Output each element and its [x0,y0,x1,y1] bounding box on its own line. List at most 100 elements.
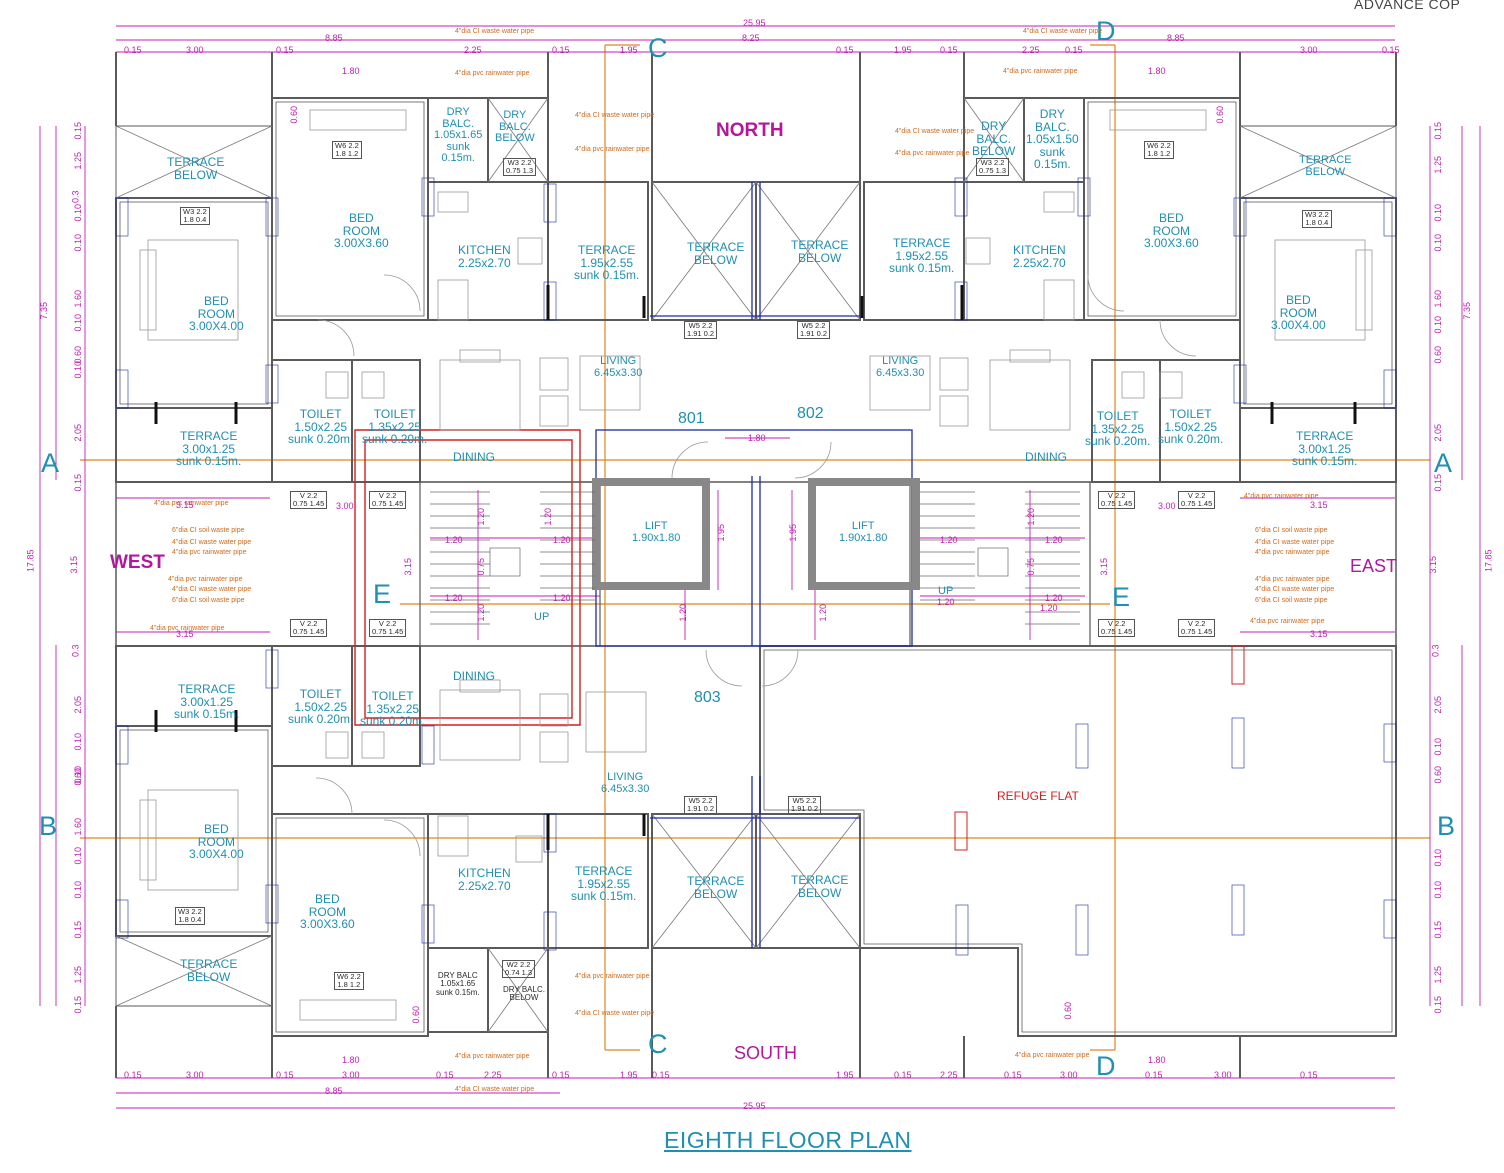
room-label-tl-dining: DINING [453,451,495,464]
window-tag-w-top-l1: W6 2.2 1.8 1.2 [332,141,362,159]
room-label-tr-terrace-below-line: BELOW [1305,165,1346,178]
dim-label: 0.15 [1065,45,1083,55]
room-label-bl-bed-room-2-line: 3.00X3.60 [300,917,355,932]
room-label-tr-terrace-line: sunk 0.15m. [889,261,955,276]
room-label-tl-toilet-1-line: TOILET [299,407,342,421]
dim-label: 1.80 [748,433,766,443]
room-label-tl-dry-balc-line: DRY [446,106,470,118]
flat-803: 803 [694,689,721,706]
room-label-tl-dry-balc-below-line: BELOW [495,132,535,145]
dim-label: 17.85 [25,549,36,572]
grid-marker-d-bottom: D [1096,1051,1116,1081]
window-tag-w-bl1: W3 2.2 1.8 0.4 [175,907,205,925]
room-label-tl-terrace-line: sunk 0.15m. [574,268,640,283]
black-wall-ticks [154,285,1357,850]
pipe-label-w5: 4"dia pvc rainwater pipe [168,576,243,583]
room-label-tr-kitchen-line: KITCHEN [1013,243,1066,257]
dim-label: 25.95 [743,18,766,28]
room-label-bl-terrace-w-line: TERRACE [178,682,236,696]
window-tag-w-s2: W5 2.2 1.91 0.2 [788,796,822,814]
grid-marker-d-top: D [1096,16,1116,46]
pipe-label-w6: 4"dia CI waste water pipe [172,586,252,593]
room-label-n-terrace-below-1-line: BELOW [694,252,738,267]
dim-label: 3.00 [1300,45,1318,55]
room-label-tl-living-line: 6.45x3.30 [594,366,643,379]
dim-label: 1.95 [788,523,799,542]
pipe-label-e4: 4"dia pvc rainwater pipe [1255,549,1330,556]
window-tag-v-4: V 2.2 0.75 1.45 [369,619,407,637]
room-label-tr-toilet-1-line: TOILET [1096,409,1139,423]
dim-label: 0.10 [1433,880,1444,899]
dim-label: 1.20 [818,603,829,622]
dim-label: 0.10 [73,880,84,899]
dim-label: 2.25 [1022,45,1040,55]
room-label-tl-toilet-2-line: 1.35x2.25 [368,419,422,434]
dim-label: 0.15 [276,45,294,55]
room-label-bl-dry-balc-below-line: BELOW [509,993,539,1003]
flat-802: 802 [797,405,824,422]
dim-label: 1.95 [620,45,638,55]
window-tag-w-top-r3: W3 2.2 0.75 1.3 [976,158,1010,176]
dim-label: 0.15 [73,920,84,939]
dim-label: 0.15 [1433,920,1444,939]
dim-label: 1.60 [73,817,84,836]
room-label-bl-toilet-1-line: 1.50x2.25 [294,699,348,714]
pipe-label-w3: 4"dia CI waste water pipe [172,539,252,546]
room-label-bl-terrace-w-line: 3.00x1.25 [180,694,234,709]
dim-label: 0.75 [476,557,487,576]
dim-label: 1.20 [476,507,487,526]
room-label-tr-terrace-line: 1.95x2.55 [895,248,949,263]
dim-label: 0.15 [73,121,84,140]
pipe-label-e7: 6"dia CI soil waste pipe [1255,597,1328,604]
pipe-label-e8: 4"dia pvc rainwater pipe [1250,618,1325,625]
dim-label: 1.20 [1026,507,1037,526]
dim-label: 0.15 [124,1070,142,1080]
window-tag-w-bl3: W2 2.2 0.74 1.3 [502,960,536,978]
room-label-s-terrace-below-2-line: TERRACE [791,873,849,887]
room-label-tr-dry-balc-below-line: BELOW [972,144,1016,159]
room-label-tl-terrace-w-line: sunk 0.15m. [176,454,242,469]
room-label-tl-terrace-w-line: 3.00x1.25 [182,441,236,456]
room-label-n-terrace-below-1-line: TERRACE [687,240,745,254]
dim-label: 0.60 [1433,345,1444,364]
dim-label: 1.60 [1433,289,1444,308]
window-tag-v-5: V 2.2 0.75 1.45 [1098,491,1136,509]
window-tag-w-n1: W5 2.2 1.91 0.2 [684,321,718,339]
red-door-marks [954,645,1245,851]
room-label-up-2: UP [938,585,954,597]
dim-label: 3.00 [1214,1070,1232,1080]
dim-label: 1.20 [543,507,554,526]
room-label-bl-dry-balc-line: sunk 0.15m. [436,987,480,997]
window-tag-v-7: V 2.2 0.75 1.45 [1098,619,1136,637]
room-label-n-terrace-below-2-line: TERRACE [791,238,849,252]
dim-label: 0.3 [1430,644,1441,657]
room-label-bl-dry-balc-below-line: DRY BALC. [503,985,545,994]
dim-label: 3.00 [336,501,354,511]
room-label-tr-dry-balc-line: 1.05x1.50 [1026,132,1079,147]
dim-label: 0.15 [552,45,570,55]
dim-label: 3.15 [69,555,80,574]
dim-label: 0.10 [1433,737,1444,756]
dim-label: 2.25 [464,45,482,55]
pipe-label-w4: 4"dia pvc rainwater pipe [172,549,247,556]
window-tag-w-top-r1: W6 2.2 1.8 1.2 [1144,141,1174,159]
dim-label: 0.15 [836,45,854,55]
pipe-label-w2: 6"dia CI soil waste pipe [172,527,245,534]
door-window-blocks [115,177,1397,956]
room-label-tr-dry-balc-line: 0.15m. [1034,157,1071,172]
direction-north: NORTH [716,120,784,141]
